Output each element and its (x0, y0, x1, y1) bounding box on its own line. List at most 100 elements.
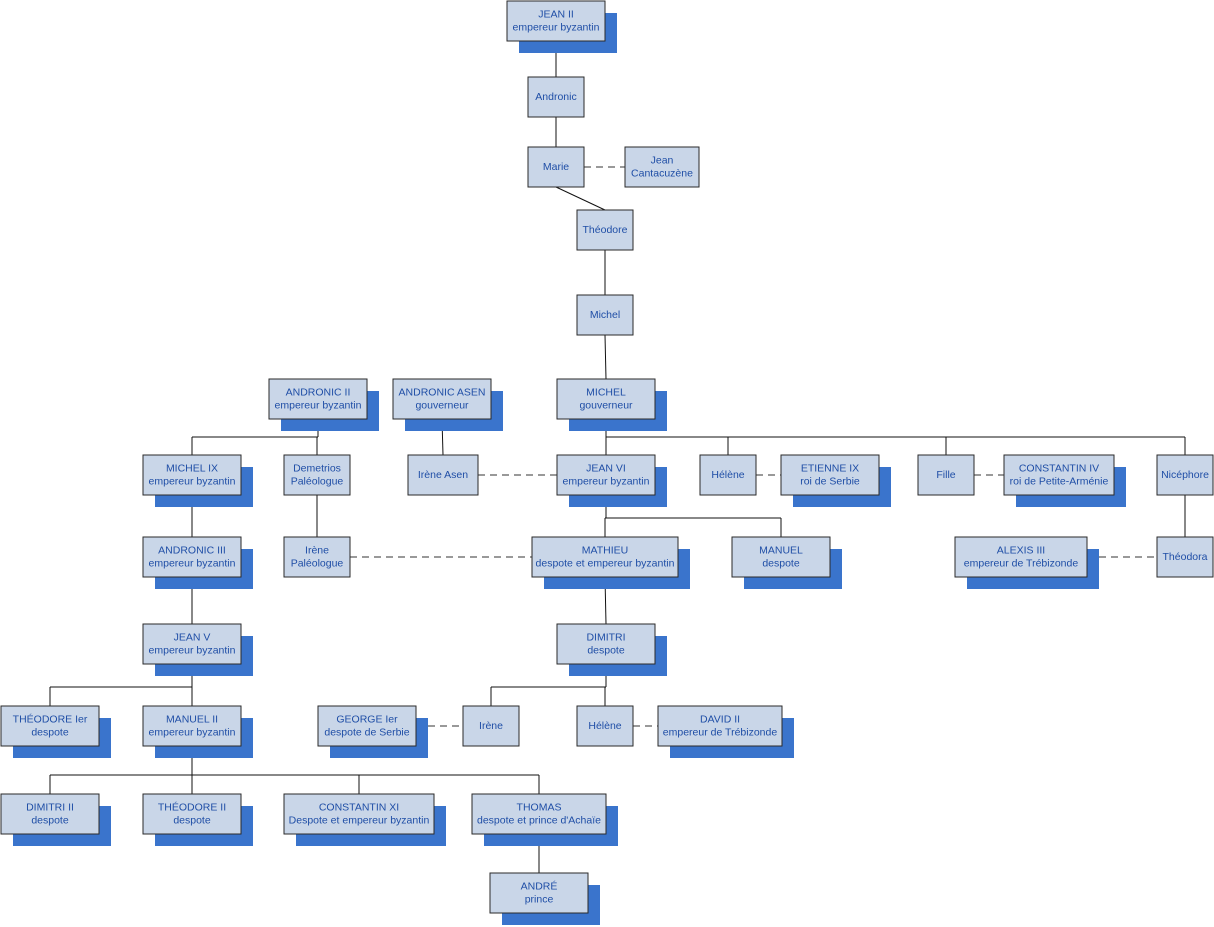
person-name: Théodore (583, 224, 628, 236)
node-box (489, 872, 589, 914)
node-box (624, 146, 700, 188)
person-node-michel[interactable]: Michel (576, 294, 634, 336)
person-name: JEAN II (538, 9, 574, 21)
node-box (142, 536, 242, 578)
person-name: Irène Asen (418, 469, 468, 481)
node-box (142, 623, 242, 665)
person-name: CONSTANTIN IV (1019, 463, 1099, 475)
descent-link-manuel2 (49, 746, 540, 794)
person-node-andronic[interactable]: Andronic (527, 76, 585, 118)
person-title: empereur byzantin (275, 400, 362, 412)
person-title: empereur byzantin (149, 645, 236, 657)
person-name: Michel (590, 309, 620, 321)
node-box (1156, 536, 1214, 578)
node-box (317, 705, 417, 747)
person-title: despote et empereur byzantin (536, 558, 675, 570)
node-box (531, 536, 679, 578)
person-name: MANUEL II (166, 714, 218, 726)
person-name: THOMAS (517, 802, 562, 814)
person-title: despote de Serbie (324, 727, 409, 739)
person-name: Hélène (711, 469, 744, 481)
node-box (556, 378, 656, 420)
node-box (780, 454, 880, 496)
node-box (142, 793, 242, 835)
node-box (917, 454, 975, 496)
descent-link-michel-gouv (605, 419, 1186, 455)
person-node-marie[interactable]: Marie (527, 146, 585, 188)
person-node-theodora[interactable]: Théodora (1156, 536, 1214, 578)
person-title: empereur byzantin (149, 727, 236, 739)
person-name: THÉODORE II (158, 801, 226, 814)
person-title: gouverneur (415, 400, 469, 412)
node-box (471, 793, 607, 835)
node-box (556, 623, 656, 665)
person-title: despote (762, 558, 800, 570)
person-title: despote et prince d'Achaïe (477, 815, 601, 827)
node-box (462, 705, 520, 747)
person-node-helene1[interactable]: Hélène (699, 454, 757, 496)
person-node-nicephore[interactable]: Nicéphore (1156, 454, 1214, 496)
person-name: Hélène (588, 720, 621, 732)
node-box (657, 705, 783, 747)
person-title: empereur byzantin (149, 476, 236, 488)
person-name: ALEXIS III (997, 545, 1045, 557)
person-name: MANUEL (759, 545, 803, 557)
person-name: JEAN VI (586, 463, 626, 475)
node-box (731, 536, 831, 578)
person-title: despote (173, 815, 211, 827)
node-box (142, 454, 242, 496)
person-node-helene2[interactable]: Hélène (576, 705, 634, 747)
person-name: THÉODORE Ier (13, 713, 88, 726)
person-title: empereur de Trébizonde (964, 558, 1079, 570)
person-name: ANDRONIC ASEN (399, 387, 486, 399)
person-name: Andronic (535, 91, 576, 103)
node-box (283, 536, 351, 578)
person-node-fille[interactable]: Fille (917, 454, 975, 496)
node-box (576, 294, 634, 336)
person-title: prince (525, 894, 554, 906)
person-name: CONSTANTIN XI (319, 802, 399, 814)
person-title: Cantacuzène (631, 168, 693, 180)
person-name: JEAN V (174, 632, 211, 644)
person-node-irene-asen[interactable]: Irène Asen (407, 454, 479, 496)
person-title: empereur byzantin (513, 22, 600, 34)
node-box (576, 705, 634, 747)
person-title: despote (587, 645, 625, 657)
person-title: Despote et empereur byzantin (289, 815, 430, 827)
person-name: MATHIEU (582, 545, 628, 557)
person-node-theodore[interactable]: Théodore (576, 209, 634, 251)
person-node-irene2[interactable]: Irène (462, 705, 520, 747)
node-box (268, 378, 368, 420)
person-title: empereur byzantin (149, 558, 236, 570)
person-name: DAVID II (700, 714, 740, 726)
person-name: Marie (543, 161, 569, 173)
person-name: Fille (936, 469, 955, 481)
node-box (954, 536, 1088, 578)
